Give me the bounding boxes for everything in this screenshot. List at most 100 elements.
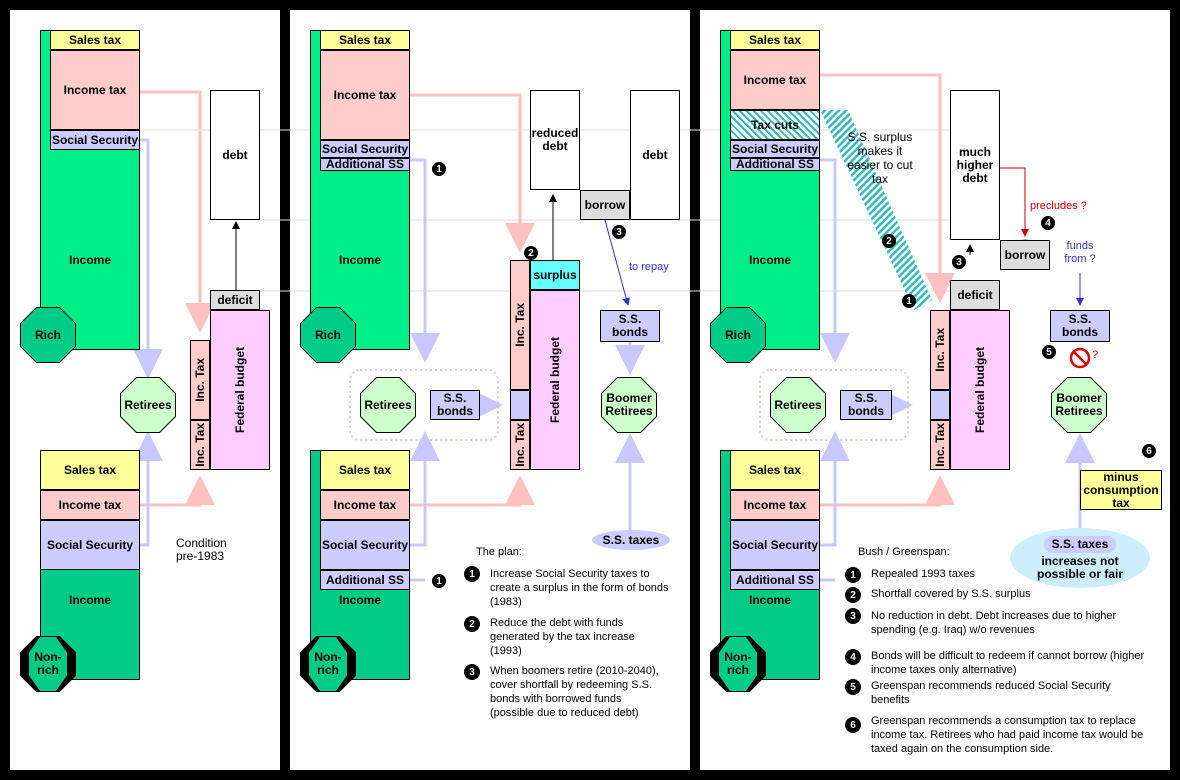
p3-nonrich-income-label: Income [748, 592, 791, 607]
p2-plan-item-3: When boomers retire (2010-2040), cover s… [490, 665, 659, 719]
p2-rich-additional-ss: Additional SS [320, 158, 410, 171]
p2-federal-budget: Federal budget [530, 290, 580, 470]
p2-inc-tax-upper: Inc. Tax [510, 260, 530, 390]
p3-boomer-retirees: Boomer Retirees [1051, 377, 1107, 433]
p2-ss-taxes: S.S. taxes [592, 530, 670, 550]
retirees-octagon: Retirees [120, 377, 176, 433]
p3-marker-4: 4 [1041, 216, 1055, 230]
p3-marker-3: 3 [952, 255, 966, 269]
p2-plan-num-3: 3 [464, 664, 480, 680]
p3-bush-item-4: Bonds will be difficult to redeem if can… [871, 650, 1145, 676]
p2-rich-income-label: Income [338, 252, 381, 267]
p2-plan-num-1: 1 [464, 566, 480, 582]
p2-plan-item-1: Increase Social Security taxes to create… [490, 568, 669, 608]
p3-ss-slot [930, 390, 950, 420]
p3-nonrich-octagon: Non-rich [710, 636, 766, 692]
rich-income-tax: Income tax [50, 50, 140, 130]
p3-bush-num-6: 6 [845, 717, 861, 733]
p3-ss-bonds: S.S. bonds [840, 390, 892, 420]
p2-plan-item-2: Reduce the debt with funds generated by … [490, 617, 635, 657]
p3-ss-surplus-note: S.S. surplus makes it easier to cut tax [847, 130, 913, 186]
rich-income-label: Income [68, 252, 111, 267]
condition-label: Condition pre-1983 [176, 536, 227, 563]
deficit-box: deficit [210, 290, 260, 310]
p3-inc-tax-upper: Inc. Tax [930, 310, 950, 390]
p2-nonrich-additional-ss: Additional SS [320, 570, 410, 590]
p2-ss-slot [510, 390, 530, 420]
p2-nonrich-octagon: Non-rich [300, 636, 356, 692]
p2-ss-bonds-right: S.S. bonds [600, 310, 660, 342]
p2-plan-num-2: 2 [464, 616, 480, 632]
rich-social-security: Social Security [50, 130, 140, 150]
p3-rich-income-label: Income [748, 252, 791, 267]
p2-marker-1-top: 1 [432, 162, 446, 176]
p3-much-higher-debt: much higher debt [950, 90, 1000, 240]
p3-marker-6: 6 [1142, 444, 1156, 458]
p3-minus-consumption-tax: minus consumption tax [1080, 470, 1162, 510]
p3-nonrich-sales-tax: Sales tax [730, 450, 820, 490]
nonrich-octagon: Non-rich [20, 636, 76, 692]
p3-increases-note: increases not possible or fair [1036, 553, 1124, 581]
p3-funds-from: funds from ? [1064, 240, 1096, 265]
p3-marker-1: 1 [902, 294, 916, 308]
p2-inc-tax-lower: Inc. Tax [510, 420, 530, 470]
p2-nonrich-social-security: Social Security [320, 520, 410, 570]
p2-nonrich-income-tax: Income tax [320, 490, 410, 520]
nonrich-sales-tax: Sales tax [40, 450, 140, 490]
p2-rich-sales-tax: Sales tax [320, 30, 410, 50]
nonrich-social-security: Social Security [40, 520, 140, 570]
rich-octagon: Rich [20, 307, 76, 363]
p2-retirees-octagon: Retirees [360, 377, 416, 433]
p3-nonrich-social-security: Social Security [730, 520, 820, 570]
federal-budget-box: Federal budget [210, 310, 270, 470]
p2-nonrich-income-label: Income [338, 592, 381, 607]
p2-reduced-debt: reduced debt [530, 90, 580, 190]
p3-marker-5: 5 [1042, 345, 1056, 359]
p2-nonrich-sales-tax: Sales tax [320, 450, 410, 490]
p3-bush-heading: Bush / Greenspan: [858, 546, 950, 558]
p2-rich-octagon: Rich [300, 307, 356, 363]
p3-borrow: borrow [1000, 240, 1050, 270]
p3-nonrich-income-tax: Income tax [730, 490, 820, 520]
p3-bush-item-1: Repealed 1993 taxes [871, 568, 975, 580]
p2-plan-heading: The plan: [476, 546, 522, 558]
p3-federal-budget: Federal budget [950, 310, 1010, 470]
p3-precludes: precludes ? [1030, 200, 1087, 212]
p3-rich-sales-tax: Sales tax [730, 30, 820, 50]
p3-bush-num-4: 4 [845, 649, 861, 665]
p3-inc-tax-lower: Inc. Tax [930, 420, 950, 470]
p3-bush-num-5: 5 [845, 679, 861, 695]
p3-bush-item-2: Shortfall covered by S.S. surplus [871, 588, 1031, 600]
p2-marker-2: 2 [524, 246, 538, 260]
p3-ss-bonds-right: S.S. bonds [1050, 310, 1110, 342]
p3-rich-social-security: Social Security [730, 140, 820, 158]
p3-marker-2: 2 [882, 234, 896, 248]
inc-tax-lower: Inc. Tax [190, 420, 210, 470]
p3-bush-item-6: Greenspan recommends a consumption tax t… [871, 715, 1144, 755]
p3-rich-tax-cuts: Tax cuts [730, 110, 820, 140]
p2-borrow: borrow [580, 190, 630, 220]
inc-tax-upper: Inc. Tax [190, 340, 210, 420]
p3-bush-num-3: 3 [845, 608, 861, 624]
p2-debt: debt [630, 90, 680, 220]
p2-ss-bonds: S.S. bonds [430, 390, 480, 420]
p3-rich-additional-ss: Additional SS [730, 158, 820, 171]
p3-bush-item-3: No reduction in debt. Debt increases due… [871, 610, 1117, 636]
p3-no-sign-question: ? [1092, 349, 1099, 361]
p3-bush-item-5: Greenspan recommends reduced Social Secu… [871, 680, 1111, 706]
nonrich-income-tax: Income tax [40, 490, 140, 520]
rich-sales-tax: Sales tax [50, 30, 140, 50]
p3-rich-octagon: Rich [710, 307, 766, 363]
p2-marker-1-bottom: 1 [432, 574, 446, 588]
debt-box: debt [210, 90, 260, 220]
p2-rich-income-tax: Income tax [320, 50, 410, 140]
p3-rich-income-tax: Income tax [730, 50, 820, 110]
p3-bush-num-1: 1 [845, 567, 861, 583]
p2-to-repay: to repay [629, 261, 669, 273]
p3-ss-taxes-ellipse: S.S. taxes increases not possible or fai… [1010, 528, 1150, 588]
p3-deficit: deficit [950, 280, 1000, 310]
p2-boomer-retirees: Boomer Retirees [601, 377, 657, 433]
p2-marker-3: 3 [612, 225, 626, 239]
nonrich-income-label: Income [68, 592, 111, 607]
